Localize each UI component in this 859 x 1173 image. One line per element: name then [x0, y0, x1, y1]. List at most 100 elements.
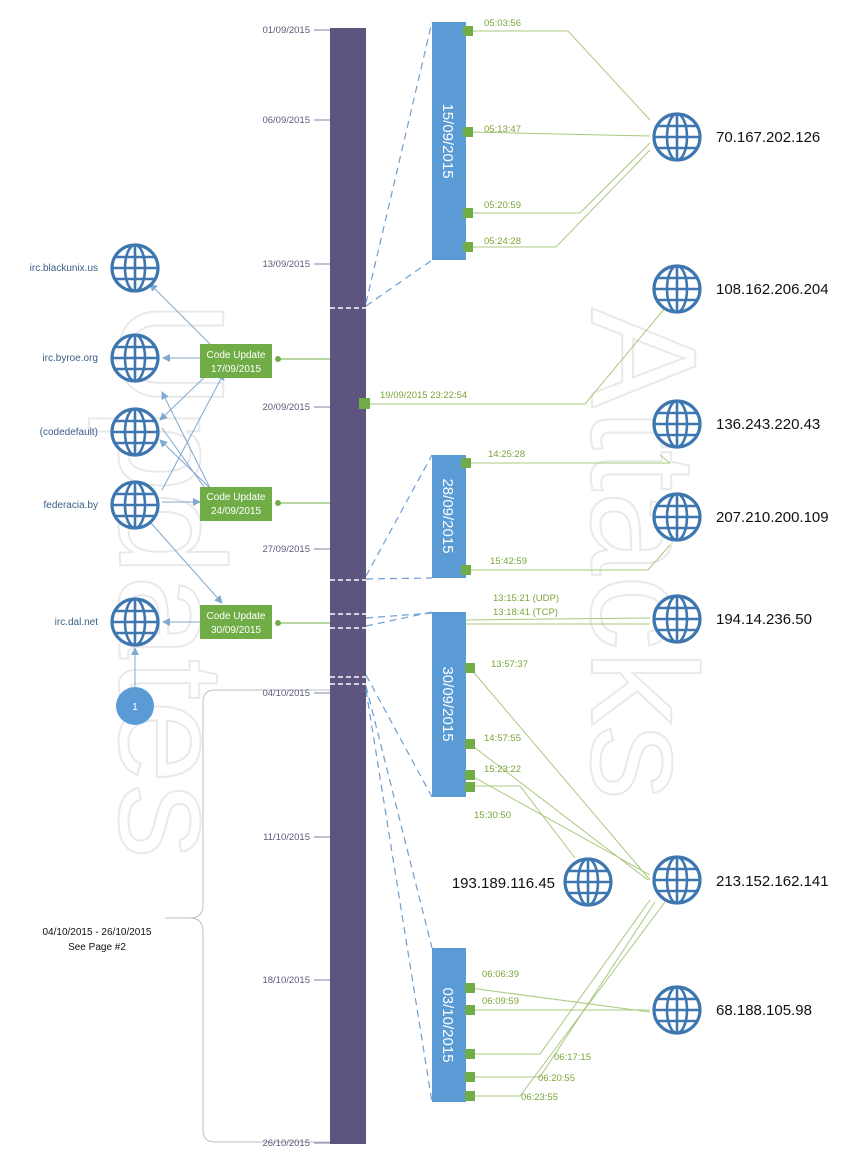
globe-icon	[563, 857, 613, 907]
attack-day-2: 28/09/2015 14:25:28 15:42:59	[432, 449, 527, 578]
ip-label: 70.167.202.126	[716, 129, 820, 146]
ip-node-2: 108.162.206.204	[652, 264, 829, 314]
attack-time: 06:06:39	[482, 969, 519, 980]
code-update-date: 24/09/2015	[211, 506, 261, 517]
attack-time: 05:03:56	[484, 18, 521, 29]
ip-node-1: 70.167.202.126	[652, 112, 820, 162]
globe-icon	[652, 399, 702, 449]
date-axis: 01/09/2015 06/09/2015 13/09/2015 20/09/2015…	[262, 25, 330, 1149]
single-attack-marker	[359, 398, 370, 409]
range-note-range: 04/10/2015 - 26/10/2015	[43, 927, 152, 938]
attack-time: 13:15:21 (UDP)	[493, 593, 559, 604]
date-label: 01/09/2015	[262, 25, 310, 36]
globe-icon	[652, 985, 702, 1035]
watermark-updates-text: Updates	[88, 300, 256, 859]
attack-time: 06:09:59	[482, 996, 519, 1007]
globe-icon	[110, 333, 160, 383]
host-federacia: federacia.by	[44, 480, 160, 530]
code-update-title: Code Update	[207, 492, 266, 503]
ip-label: 108.162.206.204	[716, 281, 829, 298]
host-codedefault: (codedefault)	[40, 407, 160, 457]
globe-icon	[110, 407, 160, 457]
globe-icon	[110, 243, 160, 293]
ip-node-4: 207.210.200.109	[652, 492, 829, 542]
code-update-title: Code Update	[207, 350, 266, 361]
date-label: 20/09/2015	[262, 402, 310, 413]
host-label: irc.dal.net	[55, 617, 99, 628]
ip-label: 213.152.162.141	[716, 873, 829, 890]
update-timeline-links	[275, 356, 330, 626]
attack-time: 15:23:22	[484, 764, 521, 775]
attack-time: 13:18:41 (TCP)	[493, 607, 558, 618]
host-irc-byroe: irc.byroe.org	[42, 333, 160, 383]
watermark-attacks: Attacks	[559, 307, 729, 801]
range-note: 04/10/2015 - 26/10/2015 See Page #2	[43, 927, 152, 953]
watermark-attacks-text: Attacks	[560, 308, 728, 800]
code-update-2: Code Update 24/09/2015	[200, 487, 272, 521]
attack-day-4-label: 03/10/2015	[439, 987, 456, 1062]
host-label: irc.blackunix.us	[30, 263, 98, 274]
globe-icon	[110, 597, 160, 647]
range-bracket	[165, 689, 330, 1143]
date-label: 06/09/2015	[262, 115, 310, 126]
ip-label: 68.188.105.98	[716, 1002, 812, 1019]
attack-time: 05:24:28	[484, 236, 521, 247]
attack-time: 15:30:50	[474, 810, 511, 821]
ip-node-3: 136.243.220.43	[652, 399, 820, 449]
host-label: federacia.by	[44, 500, 98, 511]
host-label: (codedefault)	[40, 427, 98, 438]
attack-time: 14:57:55	[484, 733, 521, 744]
attack-day-3: 30/09/2015 13:15:21 (UDP) 13:18:41 (TCP)…	[432, 593, 559, 821]
ip-node-8: 68.188.105.98	[652, 985, 812, 1035]
ip-node-7: 213.152.162.141	[652, 855, 829, 905]
attack-day-4: 03/10/2015 06:06:39 06:09:59 06:17:15 06…	[432, 948, 591, 1103]
globe-icon	[652, 264, 702, 314]
attack-time: 06:20:55	[538, 1073, 575, 1084]
timeline-bar	[330, 28, 366, 1144]
code-update-1: Code Update 17/09/2015	[200, 344, 272, 378]
date-label: 04/10/2015	[262, 688, 310, 699]
marker-one-label: 1	[132, 702, 138, 713]
globe-icon	[652, 855, 702, 905]
date-label: 13/09/2015	[262, 259, 310, 270]
date-label: 26/10/2015	[262, 1138, 310, 1149]
watermark-updates: Updates	[87, 299, 257, 860]
attack-day-1-label: 15/09/2015	[439, 103, 456, 178]
globe-icon	[652, 112, 702, 162]
date-label: 11/10/2015	[263, 832, 310, 843]
attack-day-1: 15/09/2015 05:03:56 05:13:47 05:20:59 05…	[432, 18, 521, 260]
code-update-date: 30/09/2015	[211, 625, 261, 636]
attack-time: 05:13:47	[484, 124, 521, 135]
globe-icon	[652, 492, 702, 542]
single-attack-label: 19/09/2015 23:22:54	[380, 390, 467, 401]
ip-node-6: 193.189.116.45	[452, 857, 613, 907]
date-label: 27/09/2015	[262, 544, 310, 555]
code-update-title: Code Update	[207, 611, 266, 622]
code-update-date: 17/09/2015	[211, 364, 261, 375]
zoom-lines	[365, 21, 433, 1103]
range-note-page: See Page #2	[68, 942, 126, 953]
attack-time: 13:57:37	[491, 659, 528, 670]
ip-connector-lines	[365, 30, 672, 1097]
attack-time: 06:17:15	[554, 1052, 591, 1063]
ip-node-5: 194.14.236.50	[652, 594, 812, 644]
globe-icon	[110, 480, 160, 530]
attack-time: 06:23:55	[521, 1092, 558, 1103]
host-label: irc.byroe.org	[42, 353, 98, 364]
globe-icon	[652, 594, 702, 644]
attack-time: 14:25:28	[488, 449, 525, 460]
attack-day-3-label: 30/09/2015	[439, 666, 456, 741]
date-label: 18/10/2015	[262, 975, 310, 986]
ip-label: 136.243.220.43	[716, 416, 820, 433]
host-irc-dal: irc.dal.net	[55, 597, 160, 647]
attack-time: 15:42:59	[490, 556, 527, 567]
ip-label: 207.210.200.109	[716, 509, 829, 526]
attack-time: 05:20:59	[484, 200, 521, 211]
host-irc-blackunix: irc.blackunix.us	[30, 243, 160, 293]
ip-label: 193.189.116.45	[452, 875, 555, 892]
attack-day-2-label: 28/09/2015	[439, 478, 456, 553]
marker-one: 1	[116, 687, 154, 725]
ip-label: 194.14.236.50	[716, 611, 812, 628]
